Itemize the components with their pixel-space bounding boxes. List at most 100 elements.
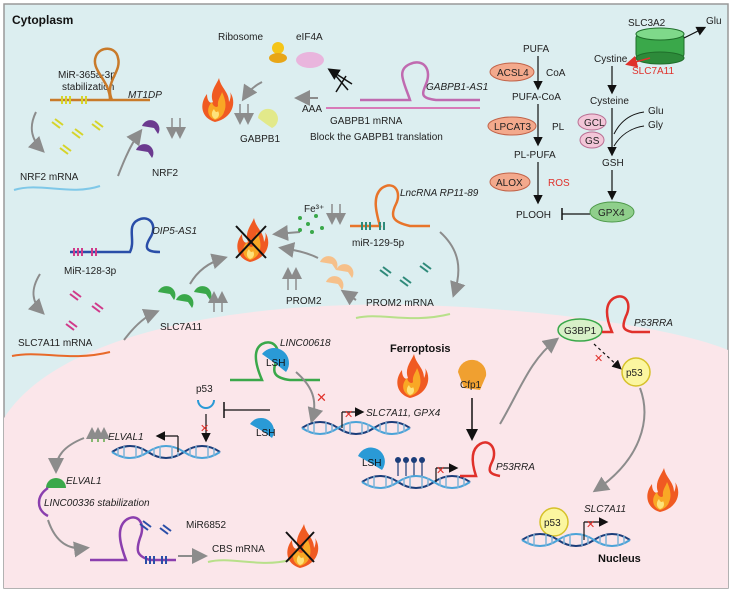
fe-down-arrows	[326, 204, 346, 225]
ribosome-label: Ribosome	[218, 32, 263, 43]
arrow-fe-flame	[272, 225, 301, 241]
lpcat3-node	[487, 116, 537, 136]
prom2-label: PROM2	[286, 296, 322, 307]
alox-label: ALOX	[496, 178, 523, 189]
arrow-prom2-flame	[278, 242, 319, 259]
mir-free-marks	[51, 118, 104, 155]
gabpb1-protein	[258, 108, 278, 128]
slc7a11-up-arrows	[208, 291, 228, 312]
glu-label: Glu	[648, 106, 664, 117]
cysteine-label: Cysteine	[590, 96, 629, 107]
slc7a11-mrna-label: SLC7A11 mRNA	[18, 338, 93, 349]
targets-label: SLC7A11, GPX4	[366, 408, 441, 419]
gcl-label: GCL	[584, 118, 605, 129]
ribosome-base-icon	[269, 53, 287, 63]
gpx4-label: GPX4	[598, 208, 625, 219]
nrf2-down-arrows	[166, 118, 186, 139]
linc00618-label: LINC00618	[280, 338, 331, 349]
acsl4-node	[489, 62, 535, 82]
mir128-label: MiR-128-3p	[64, 266, 117, 277]
mir128-free	[65, 290, 104, 331]
mir365-marks	[61, 96, 87, 104]
rp11-rna	[350, 184, 430, 228]
transporter-bottom	[635, 51, 685, 65]
arrow-ribosome-flame	[241, 81, 263, 102]
cfp1-label: Cfp1	[460, 380, 482, 391]
lpcat3-label: LPCAT3	[494, 122, 531, 133]
gcl-node	[577, 113, 607, 131]
p53-right-label: p53	[626, 368, 643, 379]
prom2-mrna	[355, 313, 451, 320]
mir129-label: miR-129-5p	[352, 238, 405, 249]
cbs-mrna	[207, 559, 291, 564]
cystine-in-arrow	[625, 55, 651, 68]
mt1dp-rna	[50, 47, 150, 102]
p53rra-hairpin	[602, 295, 650, 334]
linc00618-rna	[230, 341, 320, 382]
alox-node	[489, 172, 531, 192]
block-label: Block the GABPB1 translation	[310, 132, 443, 143]
p53rra-label: P53RRA	[634, 318, 673, 329]
lsh-protein-mid	[250, 417, 275, 438]
nrf2-mrna-label: NRF2 mRNA	[20, 172, 79, 183]
p53-bottom-label: p53	[544, 518, 561, 529]
p53-bottom-node	[539, 507, 569, 537]
acsl4-label: ACSL4	[497, 68, 529, 79]
flame-cross-2	[235, 225, 267, 259]
ribosome-icon	[272, 42, 284, 54]
block-arrow	[327, 68, 353, 85]
p53rra-promoter-cross: ✕	[436, 465, 445, 477]
arrow-rp11-down	[439, 231, 466, 298]
glu-out-arrow	[683, 26, 707, 39]
g3bp1-p53-cross: ✕	[594, 353, 603, 365]
lsh-label-top: LSH	[266, 358, 285, 369]
cbs-flame-cross-2	[285, 531, 315, 563]
gabpb1-as1-label: GABPB1-AS1	[426, 82, 488, 93]
g3bp1-label: G3BP1	[564, 326, 597, 337]
arrow-p53rra-up	[499, 337, 560, 425]
p53rra-gene-label: P53RRA	[496, 462, 535, 473]
mir128-bound	[73, 248, 97, 256]
lsh-label-bottom: LSH	[362, 458, 381, 469]
nucleus-label: Nucleus	[598, 553, 641, 565]
eif4a-label: eIF4A	[296, 32, 323, 43]
p53-left-protein	[197, 399, 215, 409]
p53-right-node	[621, 357, 651, 387]
arrow-p53-down	[592, 387, 646, 493]
nrf2-protein-1	[142, 120, 160, 134]
gs-node	[579, 131, 605, 149]
lsh-label-mid: LSH	[256, 428, 275, 439]
coa-label: CoA	[546, 68, 566, 79]
fe-label: Fe³⁺	[304, 204, 324, 215]
pufa-label: PUFA	[523, 44, 549, 55]
arrow-nrf2-up	[117, 128, 143, 177]
arrow-mt1dp-down	[27, 111, 45, 153]
glu-in-arrow	[613, 111, 645, 135]
prom2-protein-3	[326, 276, 344, 290]
mir6852-label: MiR6852	[186, 520, 226, 531]
nrf2-label: NRF2	[152, 168, 179, 179]
prom2-protein-2	[336, 264, 354, 278]
cystine-label: Cystine	[594, 54, 628, 65]
gly-in-arrow	[613, 125, 645, 147]
mir6852-bound	[145, 556, 167, 564]
gs-label: GS	[585, 136, 600, 147]
lsh-to-targets-arrow	[295, 371, 324, 424]
eif4a-protein	[296, 52, 324, 68]
slc7a11-transporter-label: SLC7A11	[632, 66, 675, 77]
gabpb1-down-arrows	[234, 104, 254, 125]
arrow-elval1-down	[48, 437, 85, 474]
nrf2-protein-2	[136, 144, 154, 158]
p53rra-gene-hairpin	[460, 441, 501, 478]
mir129-free	[379, 262, 432, 287]
slc7a11-gene-label: SLC7A11	[584, 504, 626, 515]
g3bp1-node	[557, 318, 603, 342]
prom2-mrna-label: PROM2 mRNA	[366, 298, 434, 309]
elval1-label: ELVAL1	[66, 476, 102, 487]
gabpb1-mrna-label: GABPB1 mRNA	[330, 116, 403, 127]
targets-cross: ✕	[344, 409, 353, 421]
cytoplasm-label: Cytoplasm	[12, 13, 73, 27]
stabilization-label: stabilization	[62, 82, 114, 93]
fe-dots	[298, 214, 324, 234]
pl-label: PL	[552, 122, 565, 133]
